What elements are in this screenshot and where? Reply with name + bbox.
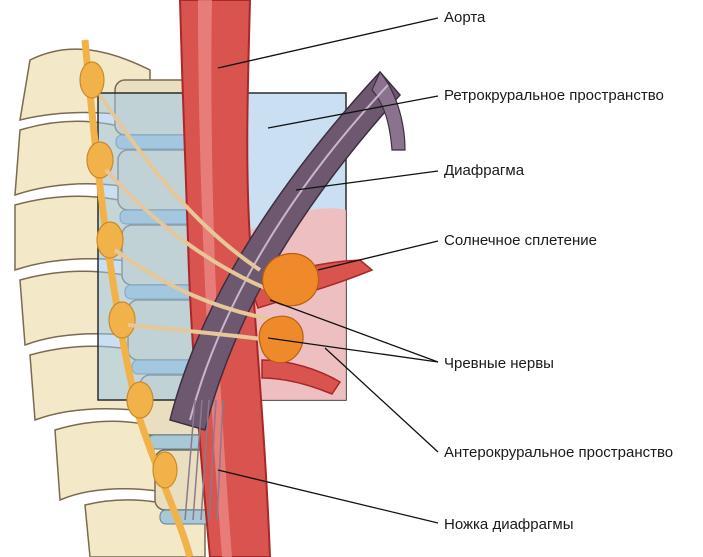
ganglion bbox=[80, 62, 104, 98]
label-solar-plexus: Солнечное сплетение bbox=[444, 232, 597, 250]
label-celiac-nerves: Чревные нервы bbox=[444, 355, 554, 373]
celiac-ganglion bbox=[263, 253, 319, 305]
label-antecrural-space: Антерокруральное пространство bbox=[444, 444, 673, 462]
leader-aorta bbox=[218, 18, 438, 68]
label-retrocrural-space: Ретрокруральное пространство bbox=[444, 87, 664, 105]
label-diaphragm: Диафрагма bbox=[444, 162, 524, 180]
label-diaphragm-crus: Ножка диафрагмы bbox=[444, 516, 574, 534]
ganglion bbox=[153, 452, 177, 488]
ganglion bbox=[109, 302, 135, 338]
label-aorta: Аорта bbox=[444, 9, 485, 27]
ganglion bbox=[127, 382, 153, 418]
